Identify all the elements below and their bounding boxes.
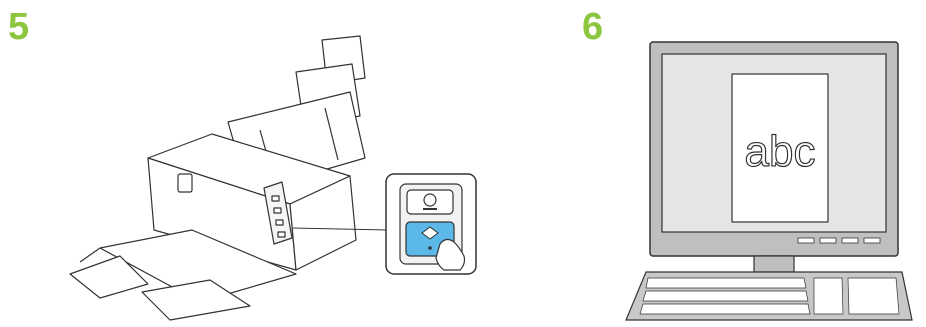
scanner-drawing xyxy=(60,30,480,322)
monitor-stand xyxy=(754,256,794,272)
computer-illustration: abc xyxy=(612,30,926,322)
computer-drawing: abc xyxy=(612,30,926,322)
stop-icon xyxy=(424,194,436,206)
document-text: abc xyxy=(745,127,816,176)
button-callout xyxy=(386,174,476,274)
step-number-6: 6 xyxy=(582,8,603,46)
scanner-illustration xyxy=(60,30,480,322)
step-number-5: 5 xyxy=(8,8,29,46)
